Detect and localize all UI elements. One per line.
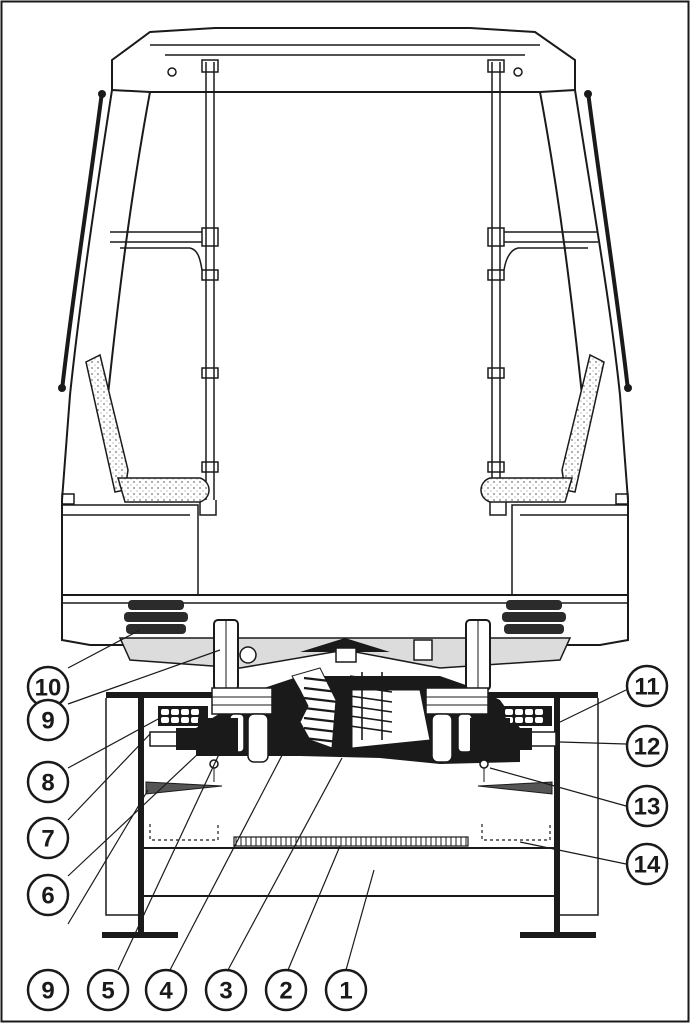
- car-body: [58, 27, 632, 646]
- callout-4: 4: [144, 968, 188, 1012]
- callout-3-label: 3: [219, 978, 232, 1005]
- right-seat: [480, 353, 629, 595]
- callout-9-upper: 9: [26, 698, 70, 742]
- left-wheel-assembly: [211, 619, 273, 763]
- callout-9-lower-label: 9: [41, 978, 54, 1005]
- right-grab-pole: [487, 59, 598, 516]
- callout-13-label: 13: [634, 794, 661, 821]
- callout-3: 3: [204, 968, 248, 1012]
- callout-4-label: 4: [159, 978, 173, 1005]
- callout-7: 7: [26, 816, 70, 860]
- leader-lines: [67, 629, 627, 971]
- grating: [233, 836, 469, 847]
- callout-2: 2: [264, 968, 308, 1012]
- left-side-wall: [61, 89, 113, 595]
- callout-14-label: 14: [634, 852, 661, 879]
- callout-11-label: 11: [634, 674, 659, 701]
- right-air-spring: [502, 600, 566, 634]
- callout-12: 12: [625, 724, 669, 768]
- right-axle-box: [470, 706, 557, 756]
- right-wheel-assembly: [425, 619, 491, 763]
- callout-5-label: 5: [101, 978, 114, 1005]
- callout-9-upper-label: 9: [41, 708, 54, 735]
- callout-9-lower: 9: [26, 968, 70, 1012]
- left-grab-pole: [110, 59, 219, 516]
- right-wedge: [477, 781, 553, 795]
- callout-1: 1: [324, 968, 368, 1012]
- callout-10-label: 10: [35, 675, 62, 702]
- car-floor: [61, 594, 629, 646]
- callout-8-label: 8: [41, 770, 54, 797]
- left-axle-box: [149, 706, 238, 756]
- callout-12-label: 12: [634, 734, 661, 761]
- callout-14: 14: [625, 842, 669, 886]
- callout-1-label: 1: [339, 978, 352, 1005]
- callout-11: 11: [625, 664, 669, 708]
- callout-6: 6: [26, 873, 70, 917]
- right-side-wall: [574, 89, 629, 595]
- coil-spring-left: [303, 676, 339, 744]
- left-seat: [61, 353, 210, 595]
- callout-2-label: 2: [279, 978, 292, 1005]
- callout-5: 5: [86, 968, 130, 1012]
- coil-spring-right: [349, 672, 393, 740]
- callout-13: 13: [625, 784, 669, 828]
- left-air-spring: [124, 600, 188, 634]
- callout-6-label: 6: [41, 883, 54, 910]
- roof: [111, 27, 576, 93]
- callout-8: 8: [26, 760, 70, 804]
- callout-7-label: 7: [41, 826, 54, 853]
